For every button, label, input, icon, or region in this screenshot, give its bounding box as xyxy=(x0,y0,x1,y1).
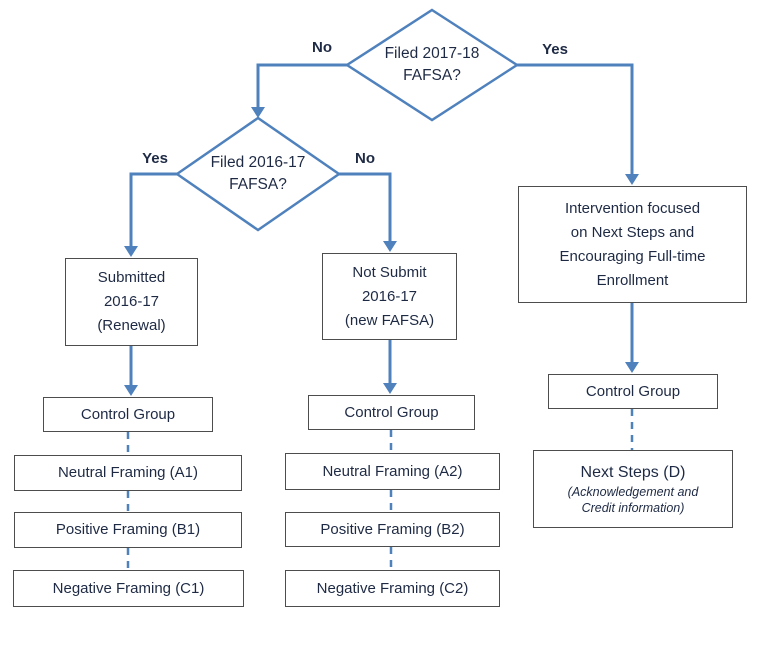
connector-no-to-newfafsa xyxy=(339,172,392,243)
arrowhead-decision2 xyxy=(251,107,265,118)
label-no-decision1: No xyxy=(312,39,332,56)
arrowhead-intervention xyxy=(625,174,639,185)
connector-yes-to-intervention xyxy=(517,63,634,176)
arrowhead-newfafsa xyxy=(383,241,397,252)
box-control-group-new: Control Group xyxy=(308,395,475,430)
box-control-group-renewal: Control Group xyxy=(43,397,213,432)
box-negative-framing-c1: Negative Framing (C1) xyxy=(13,570,244,607)
decision-diamond-2016-17 xyxy=(174,116,342,232)
connector-yes-to-renewal xyxy=(129,172,177,248)
decision-diamond-2017-18 xyxy=(344,8,520,122)
label-no-decision2: No xyxy=(355,150,375,167)
decision-2016-17-question: Filed 2016-17 FAFSA? xyxy=(210,153,306,193)
arrowhead-newfafsa-control xyxy=(383,383,397,394)
next-steps-title: Next Steps (D) xyxy=(580,463,686,481)
box-negative-framing-c2: Negative Framing (C2) xyxy=(285,570,500,607)
box-neutral-framing-a2: Neutral Framing (A2) xyxy=(285,453,500,490)
arrowhead-renewal-control xyxy=(124,385,138,396)
box-positive-framing-b2: Positive Framing (B2) xyxy=(285,512,500,547)
box-submitted-renewal: Submitted 2016-17 (Renewal) xyxy=(65,258,198,346)
label-yes-decision2: Yes xyxy=(142,150,168,167)
arrowhead-intervention-control xyxy=(625,362,639,373)
decision-2017-18-question: Filed 2017-18 FAFSA? xyxy=(384,44,480,84)
box-next-steps-d: Next Steps (D) (Acknowledgement and Cred… xyxy=(533,450,733,528)
box-intervention-next-steps: Intervention focused on Next Steps and E… xyxy=(518,186,747,303)
connector-no-to-decision2 xyxy=(256,63,347,108)
arrowhead-renewal xyxy=(124,246,138,257)
next-steps-subtitle: (Acknowledgement and Credit information) xyxy=(567,484,699,515)
label-yes-decision1: Yes xyxy=(542,41,568,58)
box-control-group-filed: Control Group xyxy=(548,374,718,409)
box-positive-framing-b1: Positive Framing (B1) xyxy=(14,512,242,548)
box-not-submit-new-fafsa: Not Submit 2016-17 (new FAFSA) xyxy=(322,253,457,340)
box-neutral-framing-a1: Neutral Framing (A1) xyxy=(14,455,242,491)
